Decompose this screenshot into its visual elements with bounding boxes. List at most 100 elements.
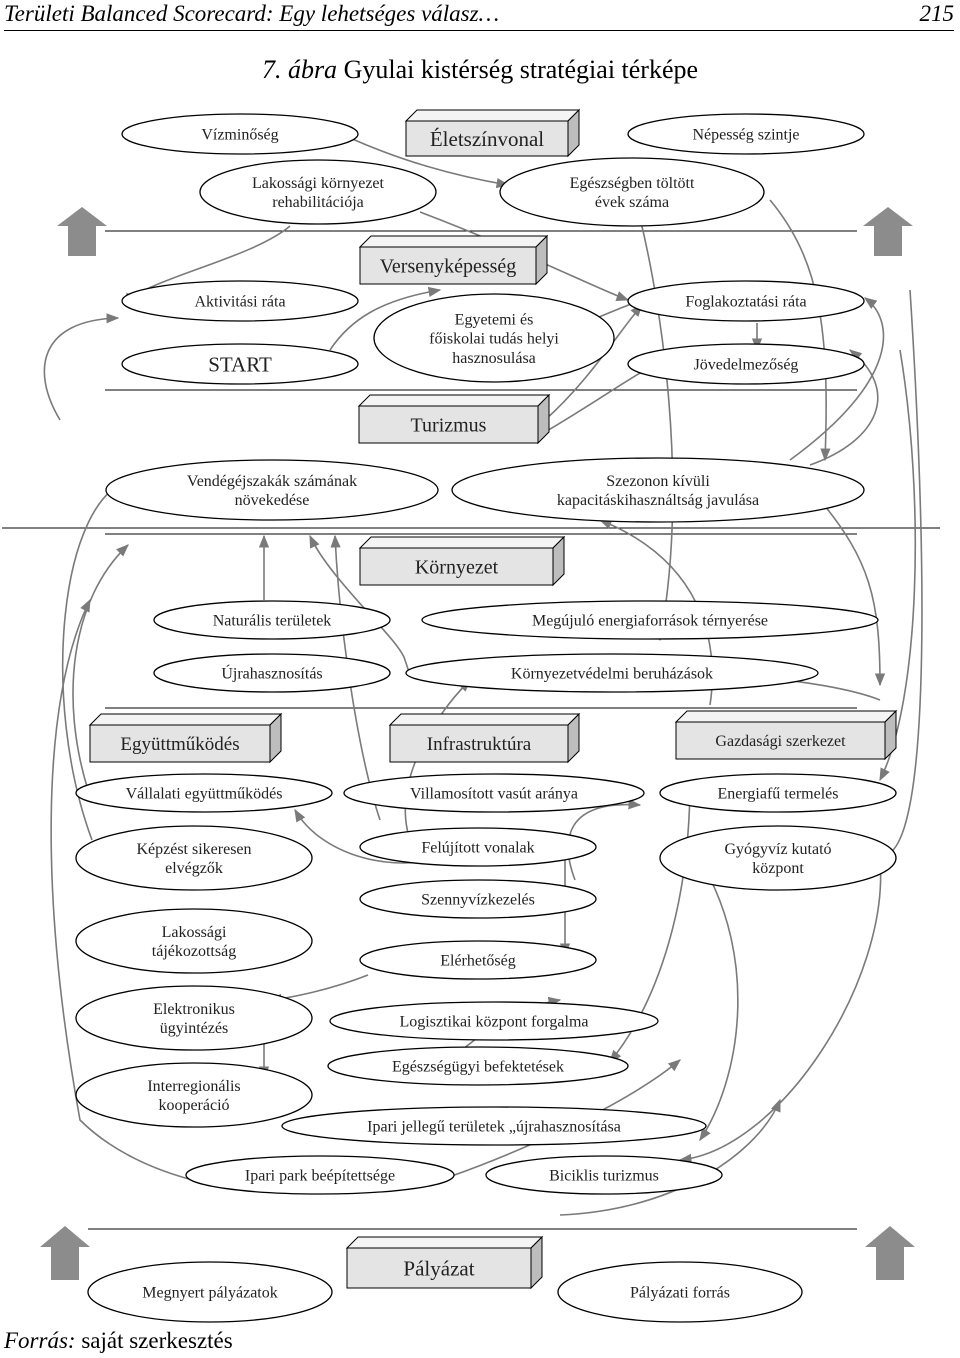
perspective-box-kornyezet: Környezet [358, 535, 566, 587]
node-label: Újrahasznosítás [221, 664, 322, 683]
perspective-box-egyuttmukodes: Együttműködés [88, 712, 283, 764]
node-label: Elérhetőség [440, 953, 516, 970]
node-label: ügyintézés [160, 1020, 228, 1037]
figure-source: Forrás: saját szerkesztés [4, 1328, 233, 1354]
node-jovedelmezoseg: Jövedelmezőség [627, 343, 865, 385]
node-label: Lakossági környezet [252, 175, 385, 192]
node-label: Ipari park beépítettsége [245, 1168, 395, 1185]
node-kepzest: Képzést sikeresen elvégzők [75, 825, 313, 891]
upward-arrows [40, 207, 915, 1280]
figure-number: 7. ábra [261, 55, 338, 84]
node-egeszsegugyi: Egészségügyi befektetések [327, 1046, 629, 1086]
perspective-label-turizmus: Turizmus [411, 415, 487, 437]
node-label: Naturális területek [213, 613, 332, 630]
node-label: Felújított vonalak [421, 840, 534, 857]
node-label: Képzést sikeresen [136, 841, 251, 858]
arrow-up-icon [863, 207, 913, 256]
node-lakossagi-taj: Lakossági tájékozottság [75, 908, 313, 974]
figure-caption: Gyulai kistérség stratégiai térképe [343, 55, 699, 84]
arrow-up-icon [40, 1226, 90, 1280]
node-label: Ipari jellegű területek „újrahasznosítás… [367, 1119, 621, 1136]
node-label: Megújuló energiaforrások térnyerése [532, 613, 768, 630]
perspective-label-egyuttmukodes: Együttműködés [120, 734, 239, 755]
node-label: Vízminőség [201, 127, 278, 144]
node-label: Egyetemi és [455, 311, 534, 328]
node-label: Foglakoztatási ráta [685, 294, 806, 311]
perspective-label-kornyezet: Környezet [415, 557, 499, 579]
node-villamositott: Villamosított vasút aránya [343, 773, 645, 813]
node-label: Vendégéjszakák számának [187, 473, 357, 490]
node-label: rehabilitációja [272, 194, 364, 211]
node-label: Elektronikus [153, 1001, 235, 1018]
node-kornyezetvedelmi: Környezetvédelmi beruházások [405, 653, 819, 693]
node-palyazati-forras: Pályázati forrás [557, 1261, 803, 1323]
perspective-box-eletszinvonal: Életszínvonal [404, 108, 581, 158]
node-label: tájékozottság [152, 943, 236, 960]
node-label: Egészségben töltött [570, 175, 695, 192]
node-label: Népesség szintje [692, 127, 799, 144]
page-header: Területi Balanced Scorecard: Egy lehetsé… [4, 0, 954, 31]
node-label: Szennyvízkezelés [421, 892, 535, 909]
node-label: hasznosulása [452, 350, 536, 367]
node-megujulo: Megújuló energiaforrások térnyerése [421, 600, 879, 640]
perspective-label-eletszinvonal: Életszínvonal [430, 127, 544, 151]
node-label: Szezonon kívüli [606, 473, 710, 490]
node-label: főiskolai tudás helyi [429, 331, 559, 348]
node-szennyviz: Szennyvízkezelés [359, 879, 597, 919]
perspective-box-versenykepesseg: Versenyképesség [358, 234, 549, 286]
section-dividers [2, 230, 940, 1230]
node-biciklis: Biciklis turizmus [485, 1155, 723, 1195]
node-label: Megnyert pályázatok [142, 1285, 278, 1302]
node-lakossagi-kornyezet: Lakossági környezet rehabilitációja [199, 159, 437, 225]
perspective-label-infrastruktura: Infrastruktúra [427, 734, 532, 755]
perspective-label-gazdasagi: Gazdasági szerkezet [715, 733, 846, 750]
figure-title: 7. ábra Gyulai kistérség stratégiai térk… [0, 55, 960, 85]
node-ipari-park: Ipari park beépítettsége [185, 1155, 455, 1195]
node-label: Pályázati forrás [630, 1285, 730, 1302]
node-label: Villamosított vasút aránya [410, 786, 578, 803]
node-label: Interregionális [147, 1078, 240, 1095]
page-number: 215 [919, 1, 955, 26]
node-label: START [208, 352, 272, 376]
node-label: elvégzők [165, 860, 223, 877]
node-egyetemi: Egyetemi és főiskolai tudás helyi hasznosu… [373, 293, 615, 383]
node-energiafu: Energiafű termelés [659, 773, 897, 813]
perspective-label-versenykepesseg: Versenyképesség [380, 256, 517, 278]
node-nepesseg: Népesség szintje [627, 113, 865, 155]
perspective-box-gazdasagi: Gazdasági szerkezet [674, 709, 898, 761]
node-vendeglatas: Vendégéjszakák számának növekedése [105, 459, 439, 521]
node-vallalati: Vállalati együttműködés [75, 773, 333, 813]
node-elerhetoseg: Elérhetőség [359, 940, 597, 980]
node-label: növekedése [235, 492, 310, 509]
node-vizminoseg: Vízminőség [121, 113, 359, 155]
arrow-up-icon [57, 207, 107, 256]
node-start: START [121, 343, 359, 385]
node-label: Gyógyvíz kutató [724, 841, 831, 858]
arrow-up-icon [865, 1226, 915, 1280]
node-logisztikai: Logisztikai központ forgalma [329, 1001, 659, 1041]
node-aktivitasi: Aktivitási ráta [121, 280, 359, 322]
node-szezonon: Szezonon kívüli kapacitáskihasználtság ja… [451, 457, 865, 523]
node-label: kooperáció [158, 1097, 229, 1114]
node-label: Lakossági [162, 924, 227, 941]
node-naturalis: Naturális területek [153, 600, 391, 640]
node-egeszsegben: Egészségben töltött évek száma [499, 157, 765, 227]
node-label: Vállalati együttműködés [126, 786, 283, 803]
perspective-box-turizmus: Turizmus [357, 393, 551, 445]
perspective-label-palyazat: Pályázat [403, 1256, 474, 1280]
running-title: Területi Balanced Scorecard: Egy lehetsé… [4, 1, 500, 26]
node-label: kapacitáskihasználtság javulása [557, 492, 759, 509]
node-label: Aktivitási ráta [194, 294, 285, 311]
node-elektronikus: Elektronikus ügyintézés [75, 985, 313, 1051]
node-label: Jövedelmezőség [694, 357, 799, 374]
node-ipari-jellegu: Ipari jellegű területek „újrahasznosítás… [281, 1106, 707, 1146]
node-megnyert: Megnyert pályázatok [87, 1261, 333, 1323]
node-label: évek száma [595, 194, 669, 211]
node-ujrahasznositas: Újrahasznosítás [153, 653, 391, 693]
node-label: Logisztikai központ forgalma [400, 1014, 589, 1031]
node-foglalkoztatasi: Foglakoztatási ráta [627, 280, 865, 322]
node-label: Biciklis turizmus [549, 1168, 659, 1185]
node-felujitott: Felújított vonalak [359, 827, 597, 867]
